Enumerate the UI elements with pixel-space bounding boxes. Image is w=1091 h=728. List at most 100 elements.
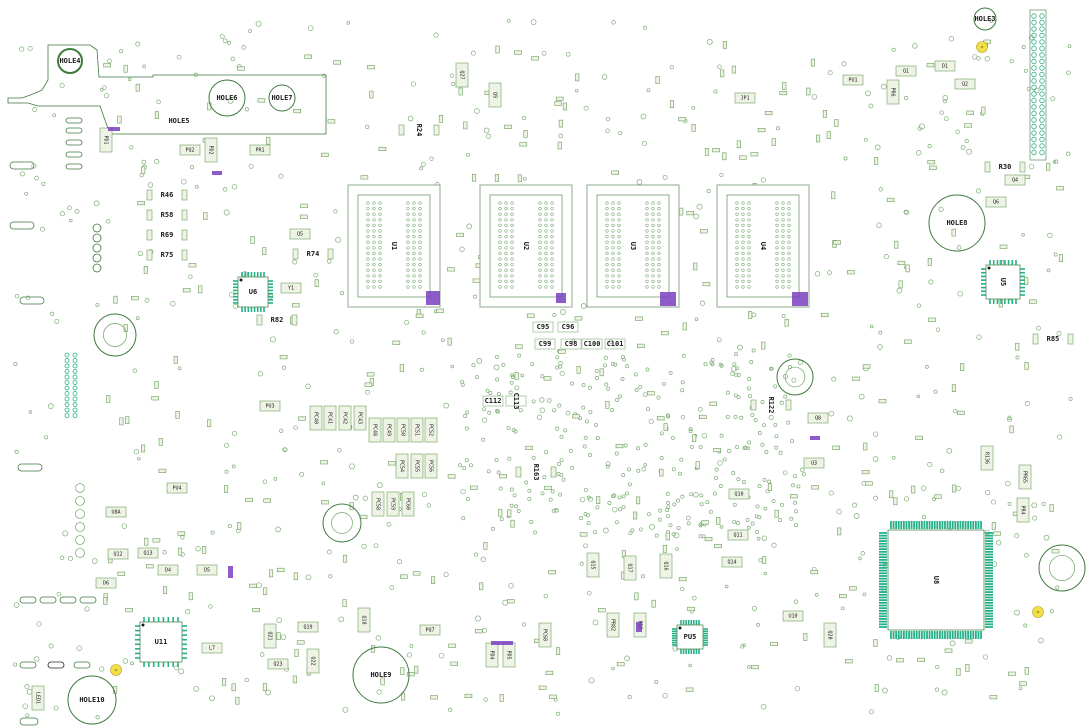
via bbox=[162, 550, 167, 555]
hole-label: HOLE10 bbox=[79, 696, 104, 704]
via bbox=[750, 412, 755, 417]
smd-pad bbox=[599, 368, 604, 377]
via bbox=[340, 291, 344, 296]
smd-pad bbox=[837, 527, 842, 536]
via bbox=[852, 502, 858, 508]
via bbox=[541, 50, 547, 56]
part-q8: Q8 bbox=[807, 412, 829, 424]
via bbox=[793, 599, 799, 605]
via bbox=[623, 443, 628, 448]
via bbox=[558, 361, 563, 366]
via bbox=[494, 457, 499, 462]
via bbox=[557, 462, 561, 466]
via bbox=[487, 410, 492, 415]
smd-pad bbox=[764, 111, 773, 116]
via bbox=[178, 668, 185, 675]
part-label: Q9 bbox=[492, 92, 498, 98]
via bbox=[13, 362, 18, 367]
via bbox=[527, 496, 532, 501]
part-pd5: PD5 bbox=[502, 642, 516, 668]
smd-pad bbox=[369, 90, 374, 99]
smd-pad bbox=[456, 232, 464, 237]
via bbox=[862, 592, 867, 597]
smd-pad bbox=[928, 317, 936, 322]
via bbox=[105, 219, 111, 224]
part-pr82: PR82 bbox=[606, 612, 620, 638]
via bbox=[880, 83, 887, 90]
via bbox=[244, 677, 249, 683]
smd-pad bbox=[342, 554, 348, 563]
via bbox=[868, 103, 874, 109]
via bbox=[699, 493, 704, 498]
part-u10: U10 bbox=[782, 610, 804, 622]
via bbox=[292, 259, 298, 265]
connector-pin bbox=[72, 391, 78, 396]
smd-pad bbox=[252, 607, 260, 613]
via bbox=[475, 375, 479, 380]
via bbox=[1050, 96, 1056, 102]
via bbox=[814, 271, 821, 277]
part-pq7: PQ7 bbox=[419, 624, 441, 636]
via bbox=[129, 145, 134, 150]
part-pc52: PC52 bbox=[424, 417, 438, 443]
via bbox=[440, 338, 445, 343]
smd-pad bbox=[103, 597, 108, 605]
via bbox=[514, 504, 518, 509]
smd-pad bbox=[691, 124, 696, 132]
smd-pad bbox=[558, 349, 566, 354]
via bbox=[62, 530, 69, 537]
via bbox=[548, 497, 553, 502]
via bbox=[595, 436, 600, 440]
via bbox=[54, 318, 60, 324]
hole-label: HOLE9 bbox=[370, 671, 391, 679]
via bbox=[882, 687, 888, 694]
via bbox=[1026, 86, 1031, 91]
via bbox=[654, 680, 659, 684]
via bbox=[869, 709, 874, 715]
via bbox=[760, 442, 765, 447]
smd-pad bbox=[811, 485, 819, 490]
smd-pad bbox=[123, 64, 128, 73]
via bbox=[716, 337, 722, 343]
via bbox=[565, 410, 571, 416]
via bbox=[48, 643, 54, 649]
smd-pad bbox=[359, 514, 368, 520]
resistor-r75: R75 bbox=[146, 249, 188, 261]
connector-pin bbox=[1031, 78, 1037, 84]
via bbox=[99, 666, 105, 672]
via bbox=[676, 498, 680, 503]
smd-pad bbox=[400, 692, 406, 701]
via bbox=[774, 434, 779, 439]
via bbox=[471, 363, 476, 368]
pin1-marker bbox=[636, 622, 642, 632]
via bbox=[658, 508, 663, 513]
smd-pad bbox=[499, 694, 504, 702]
smd-pad bbox=[1049, 504, 1054, 512]
via bbox=[36, 621, 42, 627]
smd-pad bbox=[412, 571, 421, 576]
via bbox=[511, 427, 516, 432]
part-label: L7 bbox=[209, 646, 215, 652]
smd-pad bbox=[237, 522, 242, 530]
via bbox=[671, 467, 676, 472]
smd-pad bbox=[903, 339, 912, 344]
smd-pad bbox=[494, 174, 500, 182]
part-q22: Q22 bbox=[306, 648, 320, 674]
via bbox=[781, 313, 786, 318]
smd-pad bbox=[498, 508, 503, 517]
via bbox=[509, 487, 514, 492]
smd-pad bbox=[562, 102, 568, 111]
via bbox=[1057, 434, 1063, 440]
via bbox=[26, 688, 33, 695]
connector-pin bbox=[72, 413, 78, 418]
smd-pad bbox=[833, 240, 842, 245]
via bbox=[636, 446, 640, 451]
smd-pad bbox=[678, 117, 686, 122]
via bbox=[579, 561, 584, 566]
via bbox=[188, 274, 193, 279]
round-pad bbox=[92, 263, 102, 273]
part-pu1: PU1 bbox=[842, 74, 864, 86]
via bbox=[410, 81, 416, 87]
smd-pad bbox=[119, 417, 124, 426]
via bbox=[605, 128, 610, 134]
